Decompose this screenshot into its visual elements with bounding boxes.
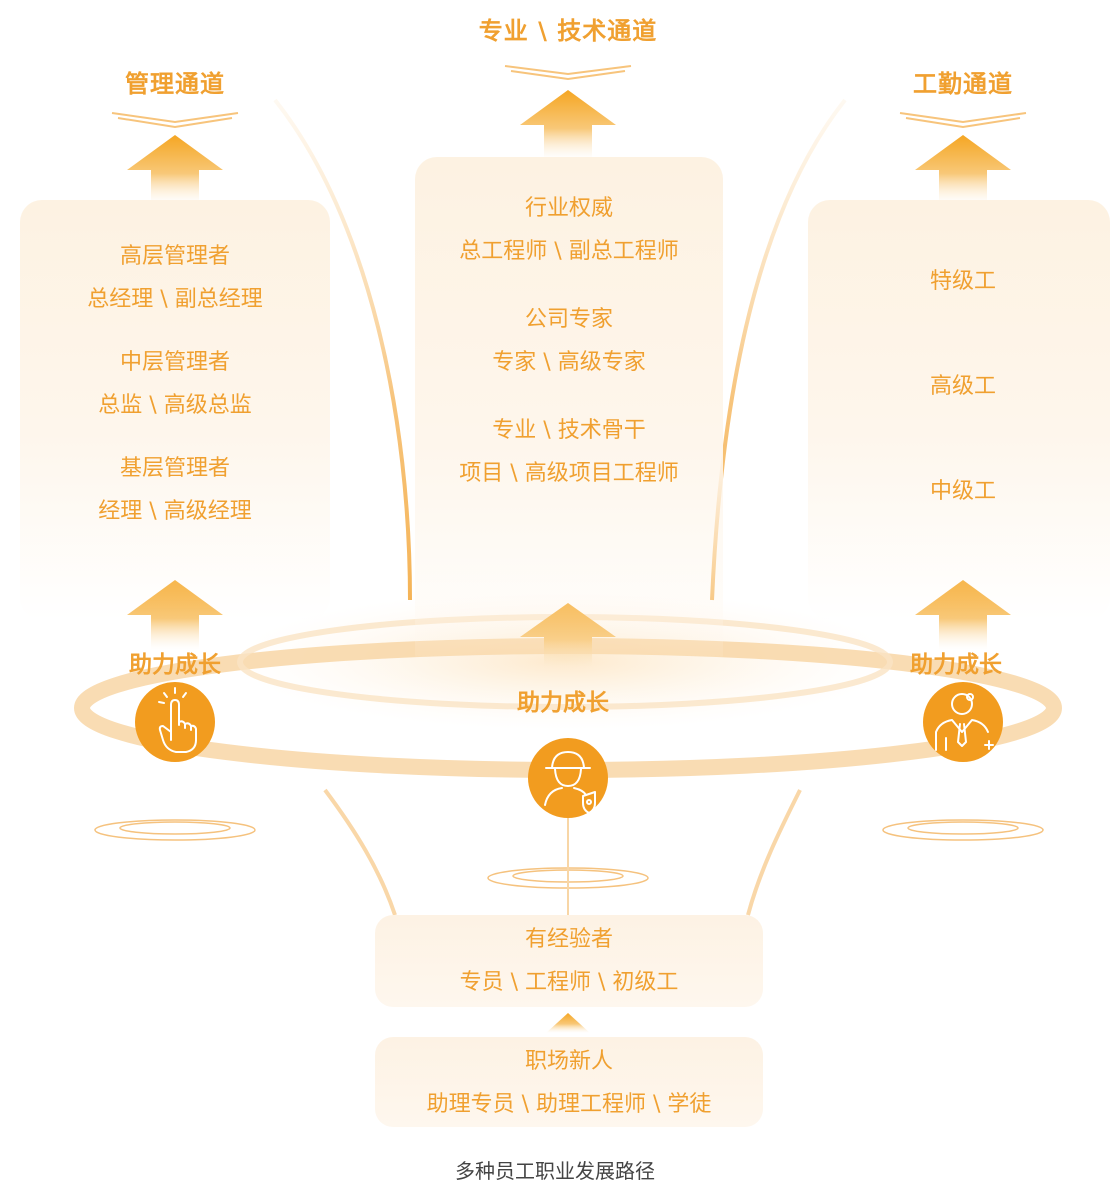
boost-label-right: 助力成长: [910, 652, 1002, 678]
experienced-text: 有经验者 专员 \ 工程师 \ 初级工: [375, 918, 763, 1004]
boost-label-left: 助力成长: [129, 652, 221, 678]
role-label: 项目 \ 高级项目工程师: [459, 461, 679, 486]
level-label: 有经验者: [524, 927, 613, 952]
level-label: 中级工: [929, 479, 996, 504]
role-label: 经理 \ 高级经理: [98, 499, 252, 524]
newcomer-text: 职场新人 助理专员 \ 助理工程师 \ 学徒: [375, 1040, 763, 1126]
top-arrows: [127, 90, 1011, 205]
left-arc: [273, 98, 412, 601]
level-label: 中层管理者: [119, 350, 230, 375]
management-levels: 高层管理者 总经理 \ 副总经理 中层管理者 总监 \ 高级总监 基层管理者 经…: [20, 235, 330, 533]
diagram-caption: 多种员工职业发展路径: [455, 1159, 655, 1183]
management-channel-title: 管理通道: [125, 70, 225, 98]
worker-panel: [808, 200, 1110, 620]
management-panel: [20, 200, 330, 620]
hand-pointing-icon: [135, 682, 215, 762]
worker-helmet-icon: [528, 738, 608, 818]
level-label: 高层管理者: [119, 244, 230, 269]
technical-panel: [415, 157, 723, 677]
level-label: 公司专家: [524, 307, 613, 332]
title-chevrons: [111, 65, 1027, 129]
role-label: 助理专员 \ 助理工程师 \ 学徒: [426, 1092, 712, 1117]
level-label: 专业 \ 技术骨干: [492, 418, 646, 443]
lower-left-arc: [323, 788, 397, 916]
experienced-box: [375, 915, 763, 1007]
technical-levels: 行业权威 总工程师 \ 副总工程师 公司专家 专家 \ 高级专家 专业 \ 技术…: [415, 187, 723, 495]
level-label: 特级工: [929, 269, 996, 294]
lower-right-arc: [746, 789, 802, 916]
businessman-icon: [923, 682, 1003, 762]
role-label: 专家 \ 高级专家: [492, 350, 646, 375]
level-label: 行业权威: [524, 196, 613, 221]
newcomer-box: [375, 1037, 763, 1127]
worker-levels: 特级工 高级工 中级工: [808, 260, 1110, 513]
role-label: 总经理 \ 副总经理: [87, 287, 263, 312]
worker-channel-title: 工勤通道: [913, 70, 1013, 98]
level-label: 高级工: [929, 374, 996, 399]
technical-channel-title: 专业 \ 技术通道: [478, 17, 658, 45]
role-label: 专员 \ 工程师 \ 初级工: [459, 970, 679, 995]
role-label: 总工程师 \ 副总工程师: [459, 239, 679, 264]
level-label: 职场新人: [524, 1049, 613, 1074]
level-label: 基层管理者: [119, 456, 230, 481]
role-label: 总监 \ 高级总监: [98, 393, 252, 418]
boost-label-center: 助力成长: [517, 690, 609, 716]
